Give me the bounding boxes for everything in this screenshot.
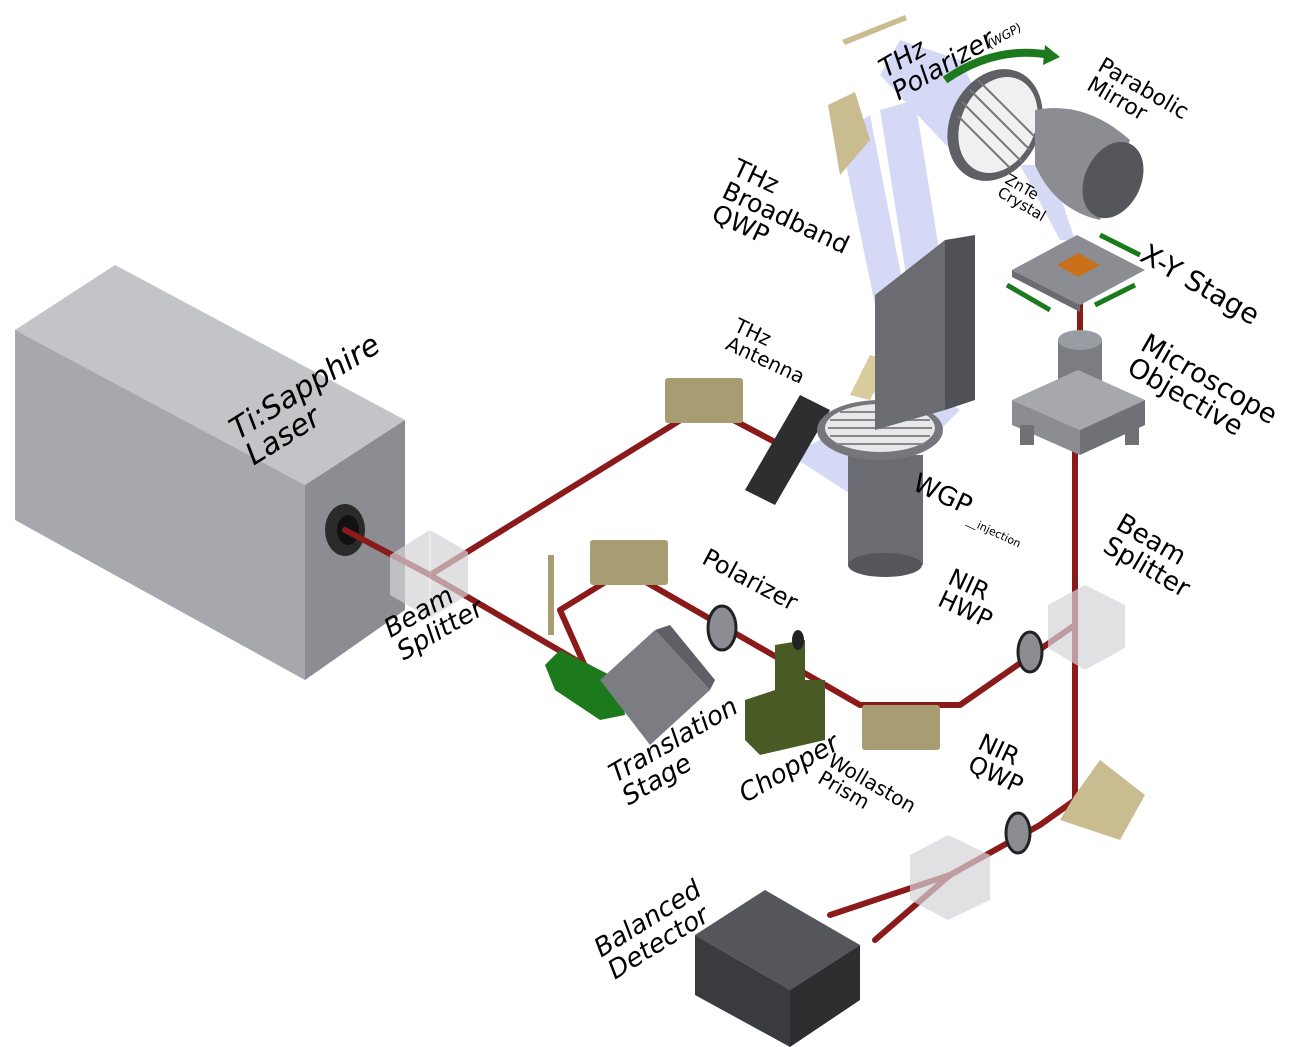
translation-stage bbox=[545, 625, 715, 745]
beam-splitter-2 bbox=[1048, 585, 1125, 670]
thz-antenna bbox=[745, 395, 830, 505]
parabolic-mirror bbox=[1035, 108, 1144, 220]
microscope-objective bbox=[1012, 330, 1145, 455]
mirrors bbox=[548, 15, 1145, 840]
nir-hwp bbox=[1016, 630, 1044, 674]
xy-stage bbox=[1005, 232, 1145, 313]
polarizer bbox=[706, 604, 738, 652]
thz-qwp bbox=[875, 235, 975, 430]
balanced-detector bbox=[695, 890, 860, 1047]
thz-polarizer-wgp bbox=[942, 45, 1060, 181]
chopper bbox=[745, 630, 825, 755]
ti-sapphire-laser bbox=[15, 265, 405, 680]
beam-splitter-1 bbox=[390, 530, 468, 618]
wollaston-prism bbox=[910, 835, 990, 920]
nir-qwp bbox=[1004, 811, 1032, 855]
